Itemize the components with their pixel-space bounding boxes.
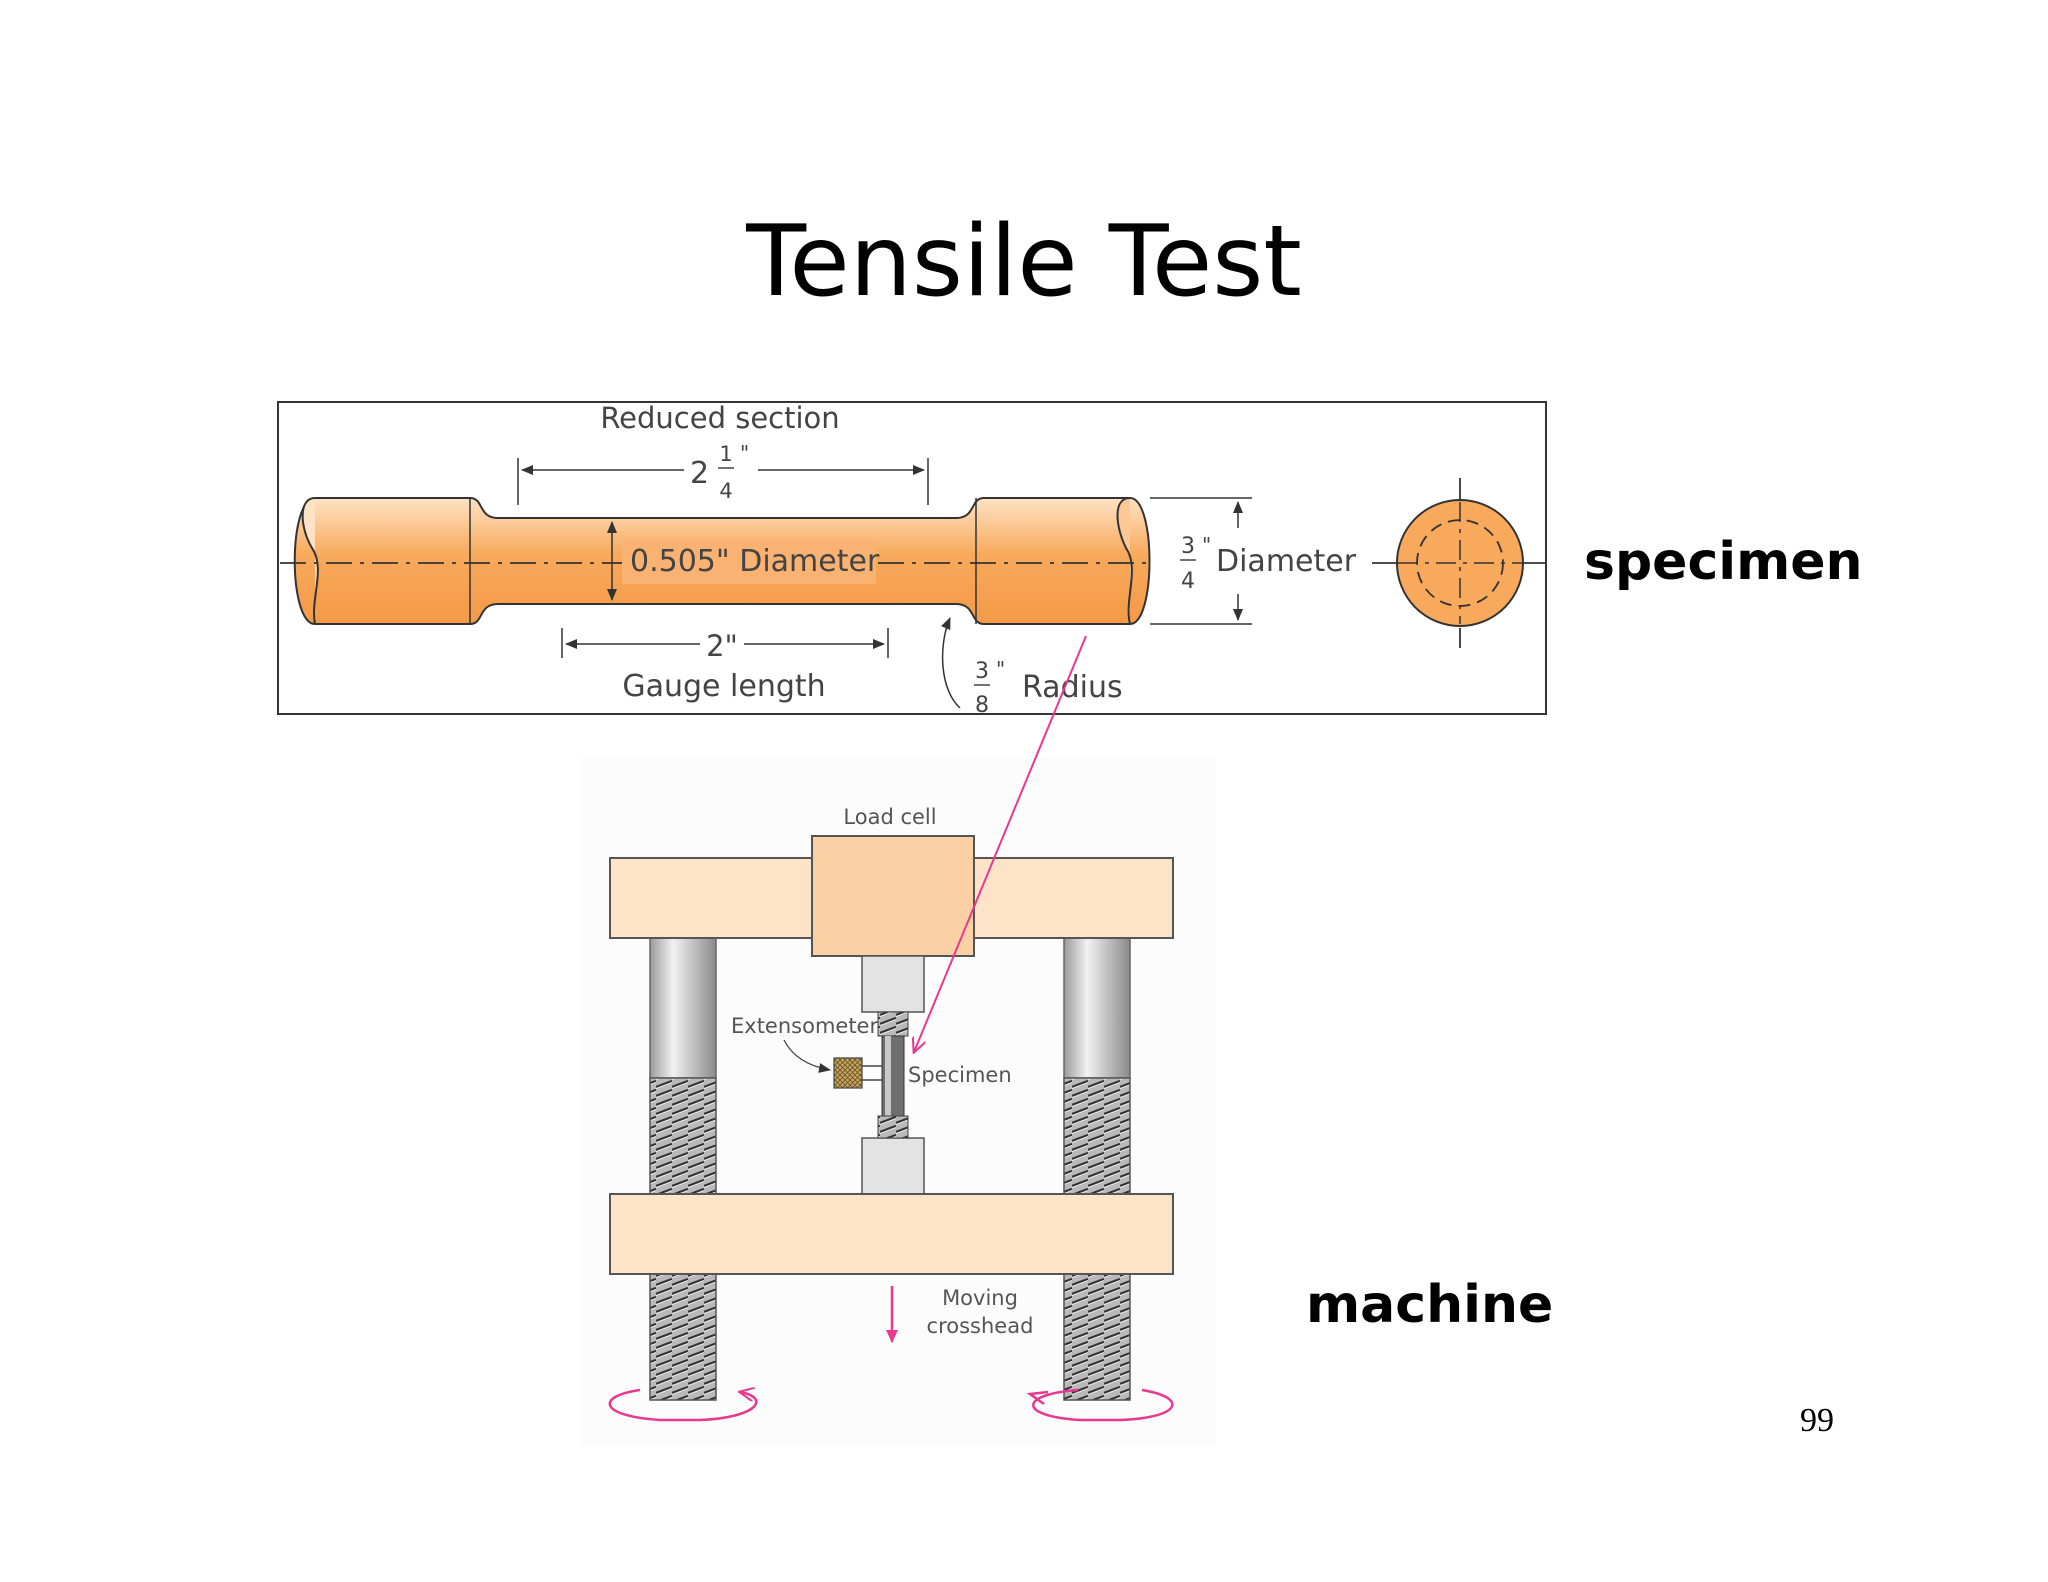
- lower-grip: [861, 1137, 925, 1197]
- right-rotation-arrow: [1032, 1388, 1174, 1422]
- svg-text:3: 3: [1181, 534, 1195, 559]
- load-cell: [811, 835, 975, 957]
- right-column: [1063, 935, 1131, 1079]
- svg-text:": ": [1202, 533, 1211, 557]
- pointer-arrow: [914, 635, 1087, 1052]
- specimen-label: specimen: [1584, 532, 1863, 592]
- svg-text:": ": [996, 657, 1005, 681]
- end-view-circle: [1372, 478, 1546, 648]
- svg-text:4: 4: [1181, 569, 1195, 594]
- left-rotation-arrow: [608, 1390, 758, 1422]
- page-number: 99: [1800, 1402, 1834, 1439]
- svg-text:3: 3: [975, 659, 989, 684]
- svg-text:": ": [740, 441, 749, 465]
- svg-text:8: 8: [975, 693, 989, 718]
- gauge-value: 2": [706, 629, 738, 663]
- machine-figure: Load cell Extensometer Specimen Moving c…: [580, 756, 1216, 1446]
- upper-grip: [861, 955, 925, 1013]
- svg-text:1: 1: [719, 442, 732, 466]
- machine-label: machine: [1306, 1275, 1554, 1335]
- load-cell-label: Load cell: [843, 805, 936, 829]
- reduced-section-label: Reduced section: [600, 401, 839, 435]
- end-diameter-label: Diameter: [1216, 544, 1357, 579]
- svg-text:2: 2: [690, 456, 709, 491]
- left-column: [649, 935, 717, 1079]
- slide-title: Tensile Test: [746, 205, 1302, 319]
- svg-text:4: 4: [719, 479, 732, 503]
- specimen-figure: Reduced section 2 1 4 " 0.505" Diameter …: [277, 401, 1547, 718]
- radius-label: Radius: [1022, 670, 1123, 705]
- moving-crosshead: [609, 1193, 1174, 1275]
- reduced-diameter-label: 0.505" Diameter: [630, 544, 880, 579]
- extensometer: [833, 1057, 863, 1089]
- extensometer-label: Extensometer: [731, 1014, 878, 1038]
- gauge-length-label: Gauge length: [622, 669, 825, 704]
- moving-label-line1: Moving: [942, 1286, 1018, 1310]
- moving-label-line2: crosshead: [927, 1314, 1034, 1338]
- specimen-callout-label: Specimen: [908, 1063, 1012, 1087]
